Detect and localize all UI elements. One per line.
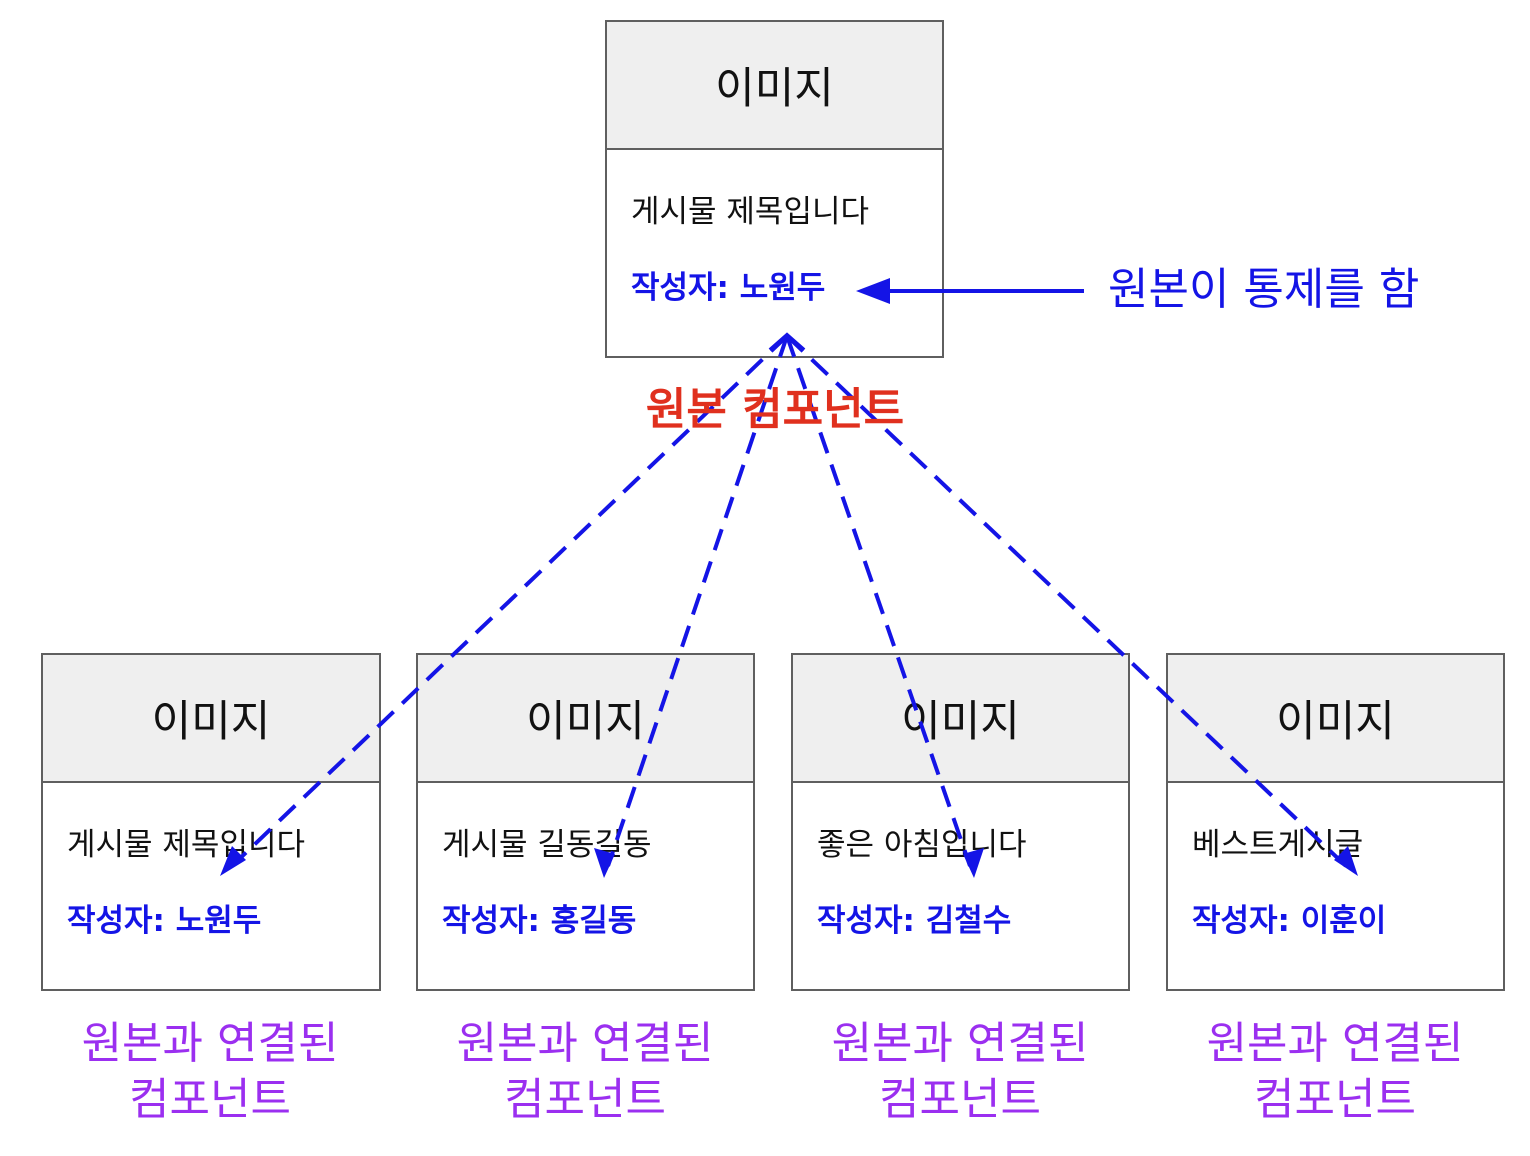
linked-image-placeholder: 이미지 [1168,655,1503,783]
linked-component-card-2: 이미지 게시물 길동길동 작성자: 홍길동 [416,653,755,991]
linked-caption-line2: 컴포넌트 [504,1074,666,1125]
link-line-2 [606,335,789,867]
original-post-title: 게시물 제목입니다 [631,194,870,230]
linked-component-caption-3: 원본과 연결된 컴포넌트 [791,1016,1129,1128]
link-arrow-head-3 [963,848,984,878]
original-component-caption: 원본 컴포넌트 [645,384,905,435]
link-arrow-head-4 [1334,846,1358,876]
linked-post-author: 작성자: 김철수 [817,903,1012,939]
linked-component-caption-2: 원본과 연결된 컴포넌트 [416,1016,754,1128]
link-line-4 [785,334,1348,868]
linked-caption-line1: 원본과 연결된 [831,1018,1089,1069]
original-component-card: 이미지 게시물 제목입니다 작성자: 노원두 [605,20,944,358]
linked-component-card-3: 이미지 좋은 아침입니다 작성자: 김철수 [791,653,1130,991]
original-image-label: 이미지 [715,64,834,114]
linked-image-placeholder: 이미지 [418,655,753,783]
linked-post-author: 작성자: 홍길동 [442,903,637,939]
linked-component-caption-1: 원본과 연결된 컴포넌트 [41,1016,379,1128]
linked-post-title: 게시물 길동길동 [442,827,652,863]
linked-image-label: 이미지 [1276,697,1395,747]
linked-caption-line2: 컴포넌트 [879,1074,1041,1125]
link-line-3 [785,335,972,867]
linked-post-author: 작성자: 이훈이 [1192,903,1387,939]
linked-post-author: 작성자: 노원두 [67,903,262,939]
original-post-author: 작성자: 노원두 [631,270,826,306]
link-arrow-head-2 [594,848,615,878]
control-note: 원본이 통제를 함 [1108,264,1420,315]
linked-image-label: 이미지 [151,697,271,747]
linked-image-placeholder: 이미지 [43,655,379,783]
origin-chevron [768,332,806,352]
linked-image-placeholder: 이미지 [793,655,1128,783]
linked-caption-line1: 원본과 연결된 [1206,1018,1464,1069]
linked-component-card-4: 이미지 베스트게시글 작성자: 이훈이 [1166,653,1505,991]
linked-component-card-1: 이미지 게시물 제목입니다 작성자: 노원두 [41,653,381,991]
link-arrow-head-1 [220,846,246,876]
original-image-placeholder: 이미지 [607,22,942,150]
linked-image-label: 이미지 [526,697,645,747]
linked-caption-line2: 컴포넌트 [129,1074,291,1125]
linked-component-caption-4: 원본과 연결된 컴포넌트 [1166,1016,1504,1128]
control-arrow-head [856,278,890,304]
linked-caption-line1: 원본과 연결된 [81,1018,339,1069]
linked-caption-line2: 컴포넌트 [1254,1074,1416,1125]
linked-caption-line1: 원본과 연결된 [456,1018,714,1069]
link-line-1 [230,334,789,868]
linked-post-title: 좋은 아침입니다 [817,827,1027,863]
